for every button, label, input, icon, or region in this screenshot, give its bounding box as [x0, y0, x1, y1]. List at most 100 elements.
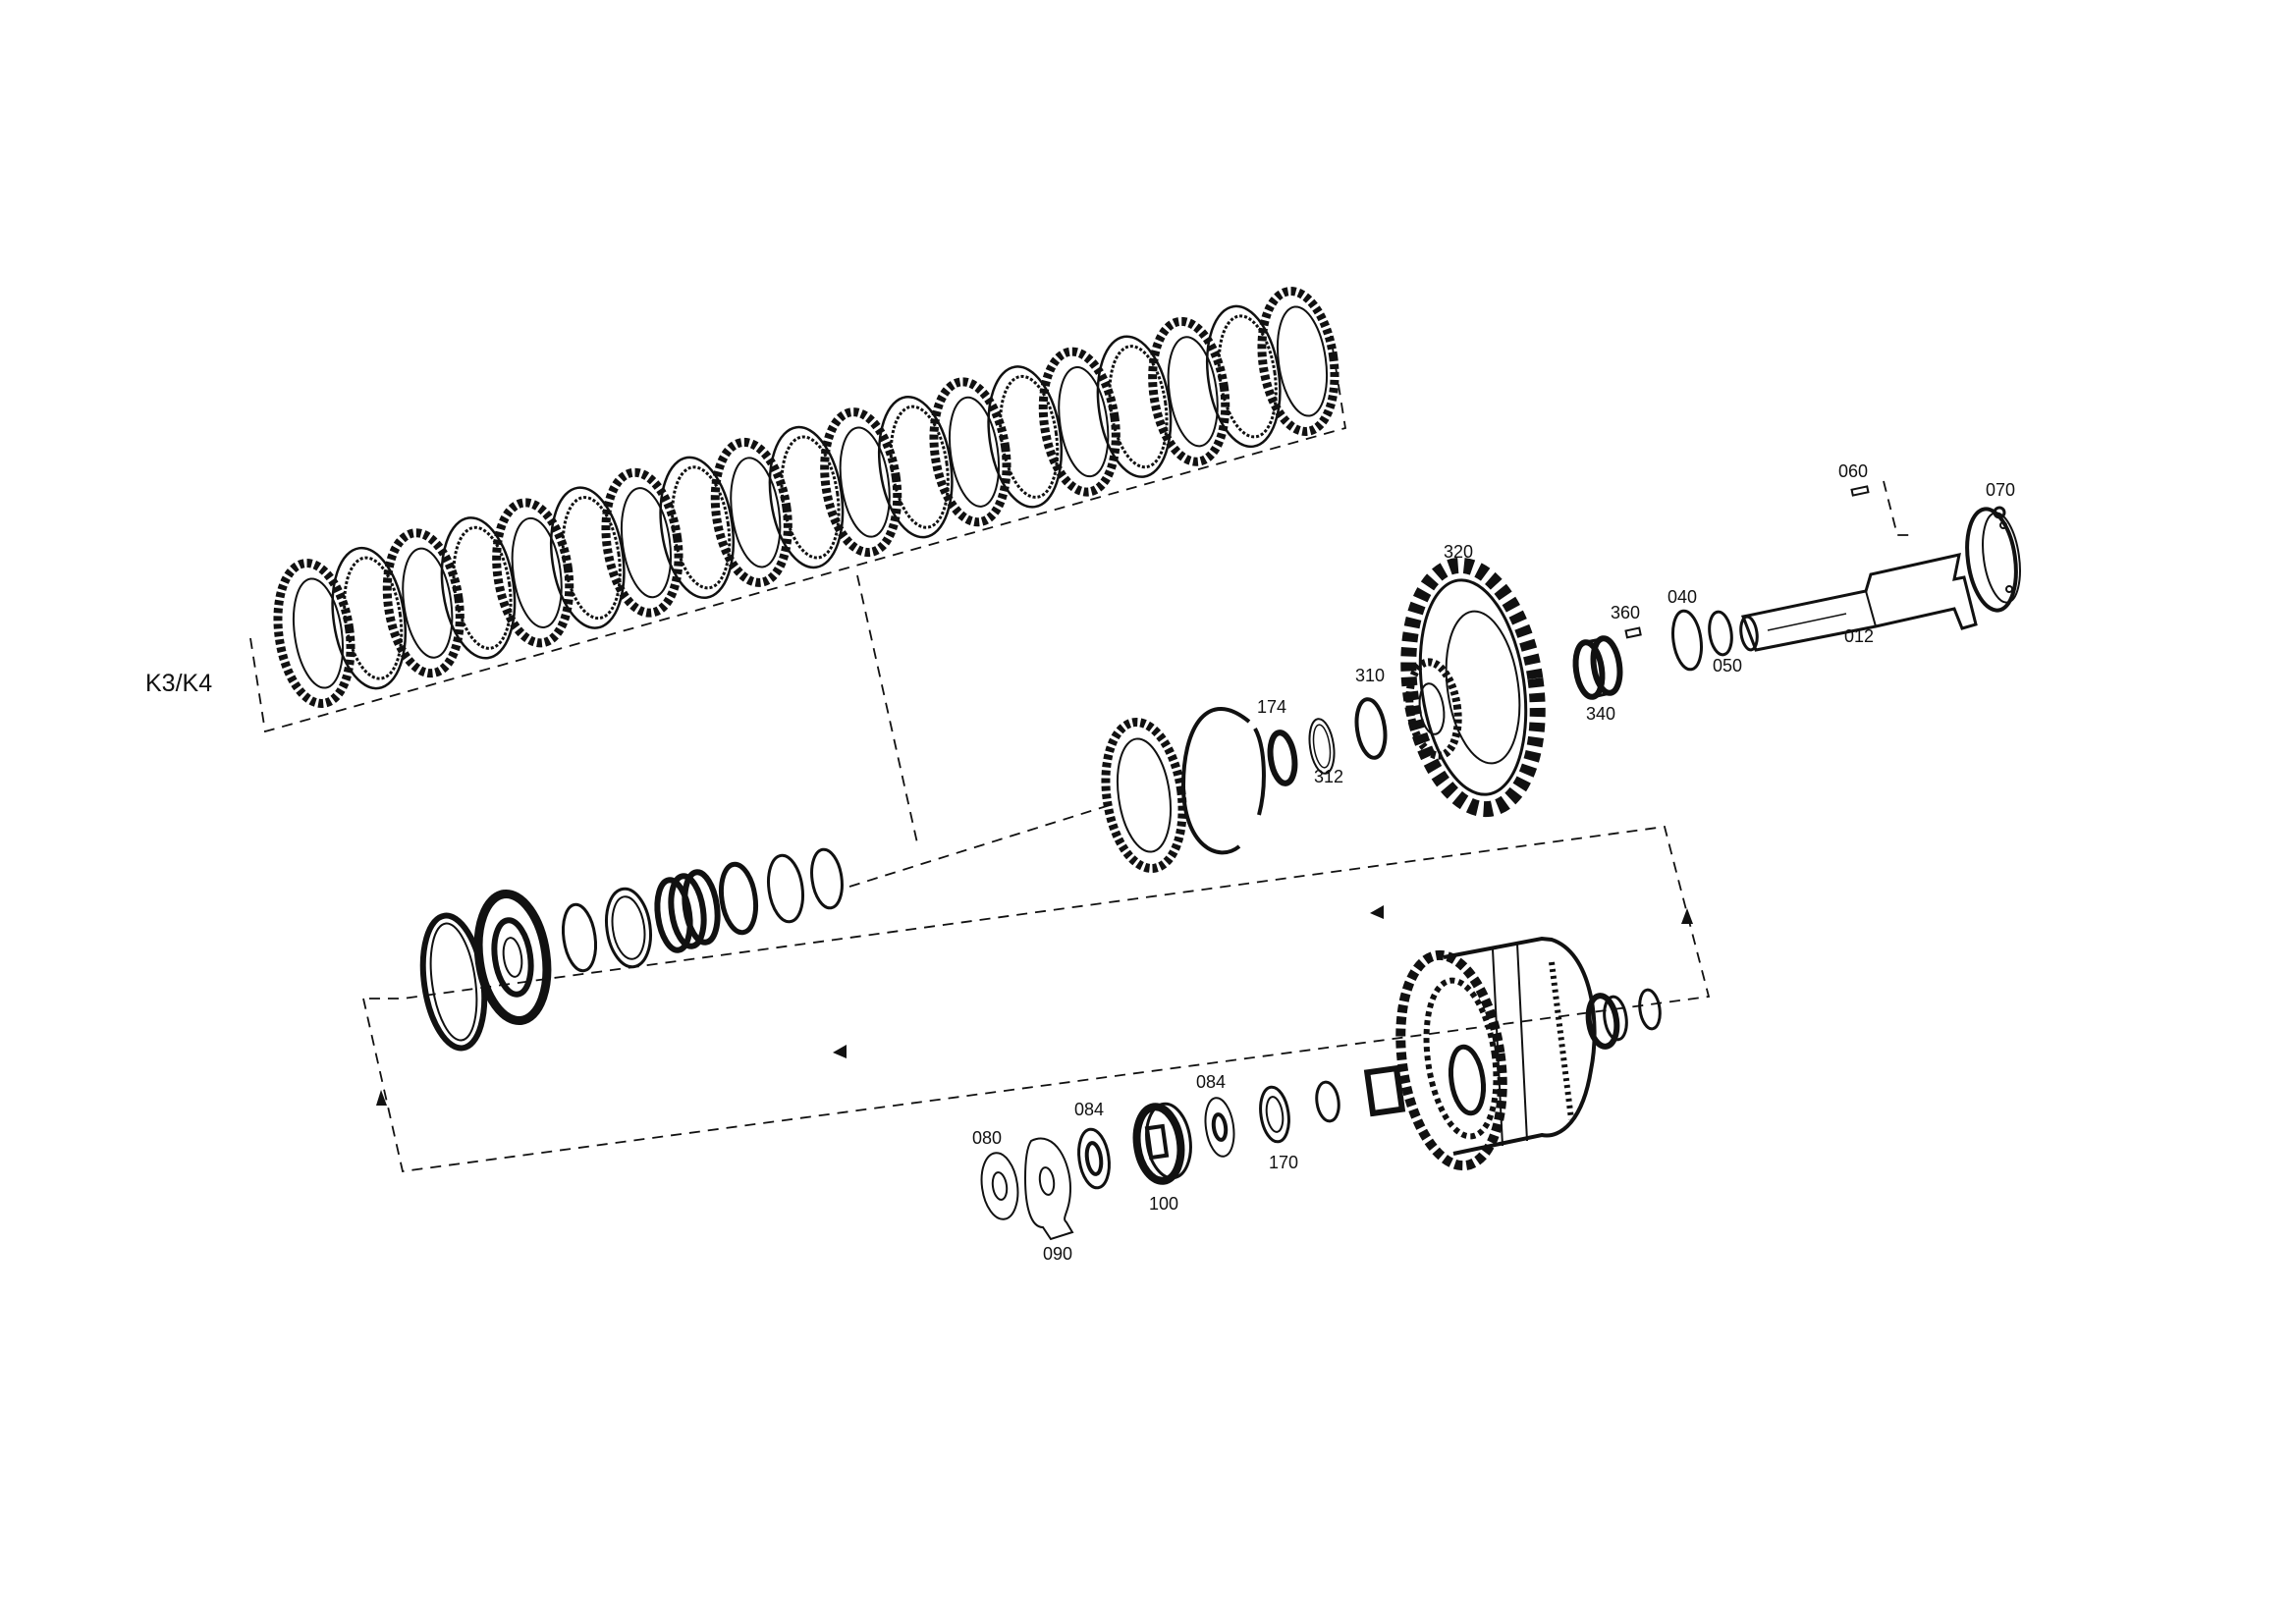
ring-040 [1671, 609, 1703, 672]
steel-disc-5 [768, 425, 845, 569]
drum-bore [1448, 1044, 1487, 1116]
washer-084-left [1077, 1127, 1111, 1190]
drum-band-2 [1516, 943, 1528, 1142]
ball-bearing-inner [491, 917, 534, 998]
ring-170 [1259, 1085, 1290, 1144]
steel-disc-4 [659, 456, 735, 600]
steel-disc-6 [878, 395, 954, 539]
part-number-040: 040 [1667, 587, 1697, 607]
washer-a [561, 902, 598, 973]
steel-disc-2 [440, 516, 517, 660]
friction-disc-5 [710, 437, 793, 587]
friction-disc-7 [929, 377, 1011, 527]
o-ring-c [810, 847, 844, 910]
gear-320-web [1445, 610, 1521, 765]
steel-disc-inner [889, 405, 950, 529]
group-label: K3/K4 [145, 670, 212, 697]
shaft-012-outline [1740, 553, 1978, 652]
steel-disc-3 [550, 486, 626, 629]
shaft-leader [1883, 480, 1915, 536]
part-number-084-left: 084 [1074, 1100, 1104, 1119]
arrow-left-upper [1370, 905, 1384, 919]
lower-row-parts [980, 936, 1662, 1241]
small-bearing-right-face [1603, 995, 1628, 1042]
drum-front [1395, 949, 1507, 1171]
needle-sleeve [1363, 1064, 1406, 1117]
part-number-310: 310 [1355, 666, 1385, 685]
needle-bearing-340-back [1590, 635, 1623, 696]
seal-ring-3 [682, 869, 721, 946]
part-number-170: 170 [1269, 1153, 1298, 1172]
washer-b [605, 887, 652, 969]
steel-disc-1 [331, 546, 407, 690]
bearing-100 [1132, 1103, 1185, 1185]
labels: K3/K4 320 310 174 312 340 360 040 050 01… [145, 461, 2015, 1264]
shaft-012 [1739, 507, 2021, 652]
retaining-ring-inner [429, 922, 478, 1042]
part-number-100: 100 [1149, 1194, 1178, 1214]
friction-disc-inner [292, 577, 345, 689]
part-number-080: 080 [972, 1128, 1002, 1148]
part-number-012: 012 [1844, 626, 1874, 646]
steel-disc-inner [1217, 314, 1278, 439]
friction-disc-2 [382, 528, 465, 678]
gear-320 [1400, 557, 1546, 818]
friction-disc-inner [402, 547, 454, 659]
friction-disc-6 [820, 407, 902, 558]
shaft-012-step [1865, 590, 1877, 627]
steel-disc-inner [1108, 345, 1169, 469]
part-number-174: 174 [1257, 697, 1286, 717]
friction-disc-inner [839, 426, 891, 538]
shaft-012-spline [1767, 613, 1847, 631]
drum-front-inner [1423, 977, 1500, 1140]
lock-plate-090-bore [1038, 1166, 1056, 1196]
clutch-disc-pack [273, 287, 1339, 708]
plug-070 [1993, 506, 2006, 519]
steel-disc-inner [561, 496, 622, 621]
snap-ring [1180, 707, 1266, 855]
small-ring-right [1638, 988, 1662, 1031]
shaft-012-flange [1965, 507, 2018, 613]
seal-ring-2 [668, 873, 707, 949]
drum-splines [1549, 961, 1574, 1120]
steel-disc-inner [452, 525, 513, 650]
upper-right-parts [1101, 485, 2021, 873]
clutch-to-lower-axis-leader [856, 574, 919, 848]
lock-plate-090 [1023, 1137, 1074, 1241]
ring-170-inner [1265, 1096, 1285, 1133]
washer-084-right-bore [1211, 1112, 1229, 1142]
gear-320-hub [1405, 658, 1462, 760]
washer-312 [1308, 718, 1336, 775]
friction-disc-4 [601, 467, 683, 618]
friction-disc-3 [492, 498, 574, 648]
friction-disc-8 [1038, 347, 1121, 497]
small-ring [1315, 1080, 1340, 1123]
needle-bearing-340 [1572, 635, 1623, 700]
washer-b-inner [611, 895, 646, 960]
seal-ring-1 [654, 877, 693, 953]
shaft-012-end [1739, 615, 1759, 652]
friction-disc-inner [511, 516, 563, 628]
arrow-up-right [1681, 908, 1693, 924]
arrow-left-lower [833, 1045, 847, 1058]
washer-080-bore [991, 1171, 1009, 1201]
friction-disc-1 [273, 559, 355, 708]
o-ring-a [718, 861, 759, 936]
friction-disc-inner [1276, 305, 1329, 417]
shaft-012-flange-hole-2 [2005, 585, 2013, 593]
steel-disc-7 [987, 365, 1063, 509]
drum-shell [1443, 936, 1597, 1156]
ring-310 [1354, 697, 1388, 760]
part-number-360: 360 [1611, 603, 1640, 622]
steel-disc-inner [999, 374, 1060, 499]
ring-050 [1708, 610, 1733, 657]
gear-320-body [1418, 578, 1528, 796]
clutch-pack-bracket [249, 335, 1347, 733]
ball-bearing-bore [502, 937, 523, 978]
arrow-up-left [376, 1090, 387, 1106]
friction-disc-10 [1257, 287, 1339, 436]
outer-disc [1101, 718, 1187, 873]
o-ring-b [767, 853, 804, 924]
gear-320-teeth [1400, 557, 1546, 818]
